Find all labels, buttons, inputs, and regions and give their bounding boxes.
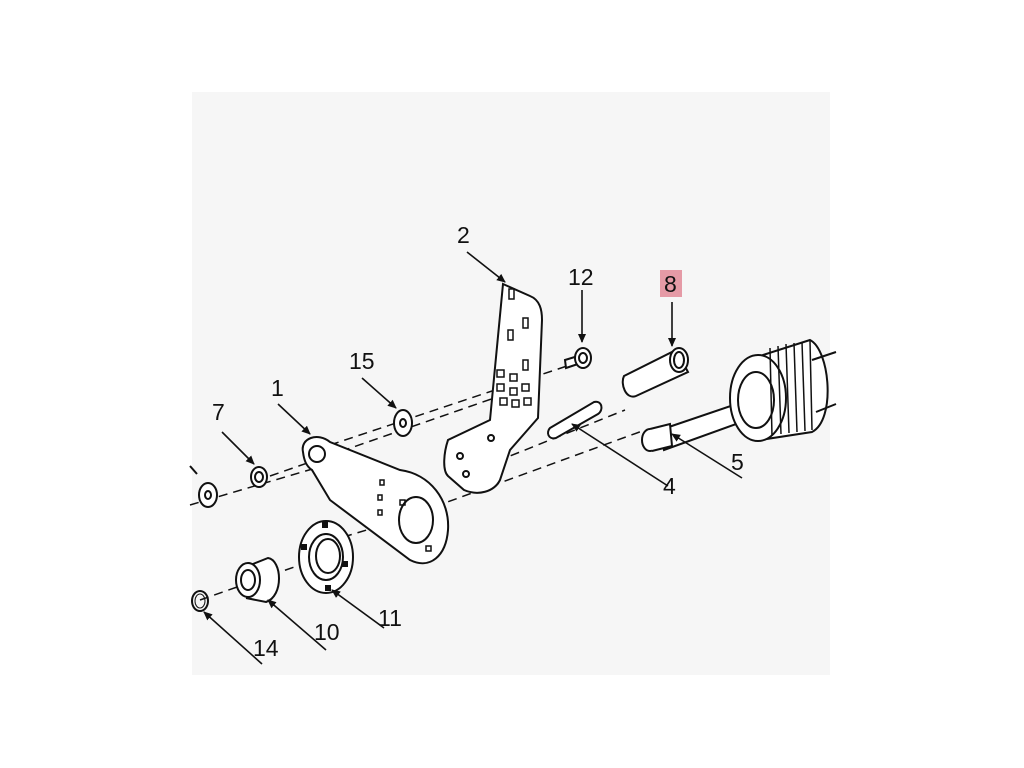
part-2-mounting-plate — [443, 282, 544, 494]
callout-2: 2 — [457, 222, 470, 248]
leader-lines — [203, 251, 743, 665]
callout-11: 11 — [378, 605, 402, 631]
callout-labels: 1 2 4 5 7 8 10 11 12 14 15 — [212, 222, 744, 661]
part-1-arm-bracket — [301, 436, 450, 565]
callout-14: 14 — [253, 635, 279, 661]
part-5-shaft-roller — [641, 338, 837, 452]
part-7-nut — [250, 466, 268, 488]
washer-left — [189, 465, 218, 508]
callout-10: 10 — [314, 619, 340, 645]
part-11-flanged-bearing — [298, 520, 354, 594]
callout-1: 1 — [271, 375, 284, 401]
callout-15: 15 — [349, 348, 375, 374]
part-14-retaining-ring — [191, 590, 209, 612]
callout-4: 4 — [663, 473, 676, 499]
callout-8: 8 — [664, 271, 677, 297]
part-4-pin — [547, 400, 603, 440]
callout-7: 7 — [212, 399, 225, 425]
part-10-bushing — [235, 556, 280, 604]
part-12-screw — [563, 347, 592, 370]
part-8-sleeve — [621, 347, 690, 398]
callout-8-highlight — [660, 270, 682, 297]
part-15-washer — [393, 409, 413, 437]
callout-12: 12 — [568, 264, 594, 290]
callout-5: 5 — [731, 449, 744, 475]
